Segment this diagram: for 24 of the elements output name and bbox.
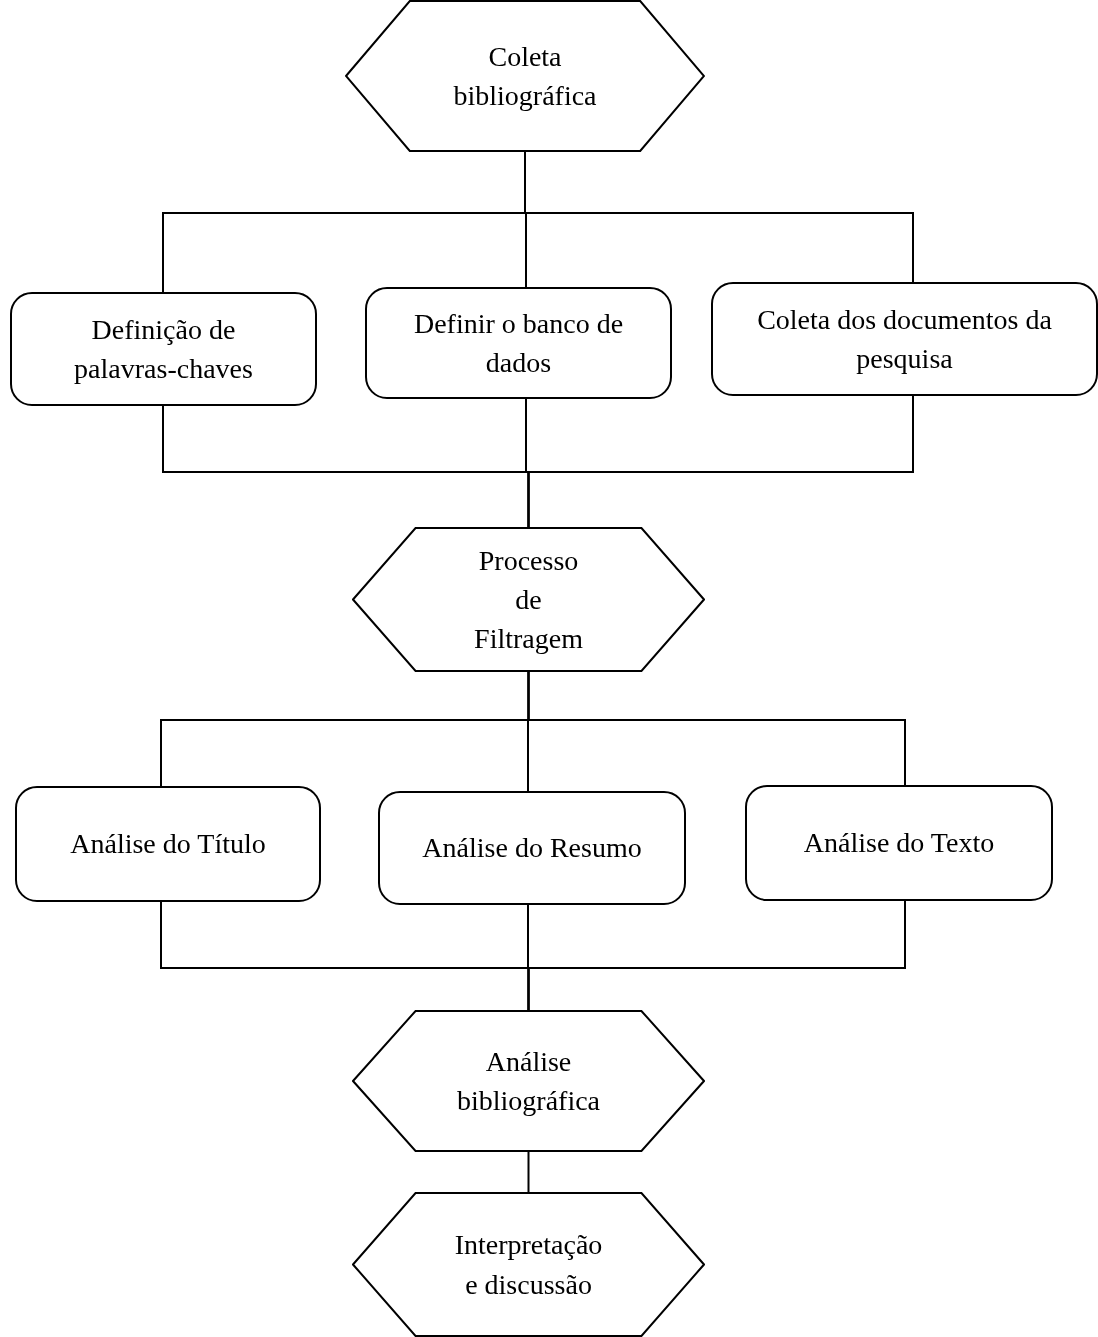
process-box bbox=[711, 282, 1098, 396]
connector-line bbox=[527, 395, 914, 528]
step-label: Coleta bibliográfica bbox=[453, 39, 597, 113]
process-box bbox=[378, 791, 686, 905]
connector-line bbox=[527, 671, 906, 786]
connector-line bbox=[527, 1151, 530, 1193]
process-box bbox=[15, 786, 321, 902]
step-label: Análise do Título bbox=[70, 827, 266, 862]
process-box bbox=[365, 287, 672, 399]
step-label: Processo de Filtragem bbox=[474, 543, 583, 657]
hexagon-step bbox=[352, 1010, 705, 1152]
connector-line bbox=[527, 900, 906, 1011]
step-label: Definição de palavras-chaves bbox=[73, 312, 254, 386]
step-label: Análise do Texto bbox=[803, 826, 995, 861]
step-label: Coleta dos documentos da pesquisa bbox=[756, 302, 1053, 376]
process-box bbox=[745, 785, 1053, 901]
hexagon-step bbox=[345, 0, 705, 152]
hexagon-step bbox=[352, 527, 705, 672]
step-label: Definir o banco de dados bbox=[412, 306, 625, 380]
process-box bbox=[10, 292, 317, 406]
step-label: Análise bibliográfica bbox=[456, 1044, 601, 1118]
hexagon-step bbox=[352, 1192, 705, 1337]
step-label: Interpretação e discussão bbox=[454, 1228, 603, 1302]
step-label: Análise do Resumo bbox=[422, 831, 642, 866]
